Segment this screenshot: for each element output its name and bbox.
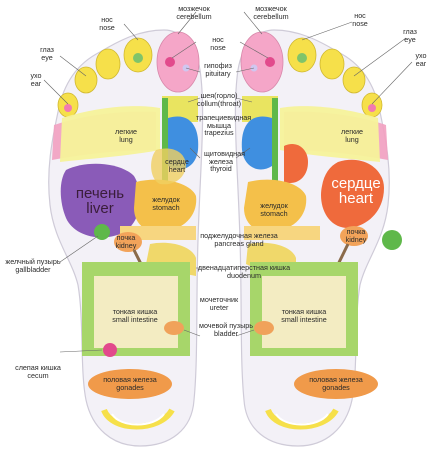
left-gallbladder: [94, 224, 110, 240]
left-ear-spot: [64, 104, 72, 112]
right-green-spot: [382, 230, 402, 250]
right-eye-spot: [297, 53, 307, 63]
label-neck: шея(горло)collum(throat): [194, 92, 244, 108]
right-toe-4: [343, 67, 365, 93]
right-toe-3: [320, 49, 344, 79]
left-toe-4: [75, 67, 97, 93]
right-big-toe: [241, 32, 283, 92]
left-toe-3: [96, 49, 120, 79]
left-nose-spot: [165, 57, 175, 67]
right-ear-spot: [368, 104, 376, 112]
right-nose-spot: [265, 57, 275, 67]
left-big-toe: [157, 32, 199, 92]
left-cecum: [103, 343, 117, 357]
left-eye-spot: [133, 53, 143, 63]
